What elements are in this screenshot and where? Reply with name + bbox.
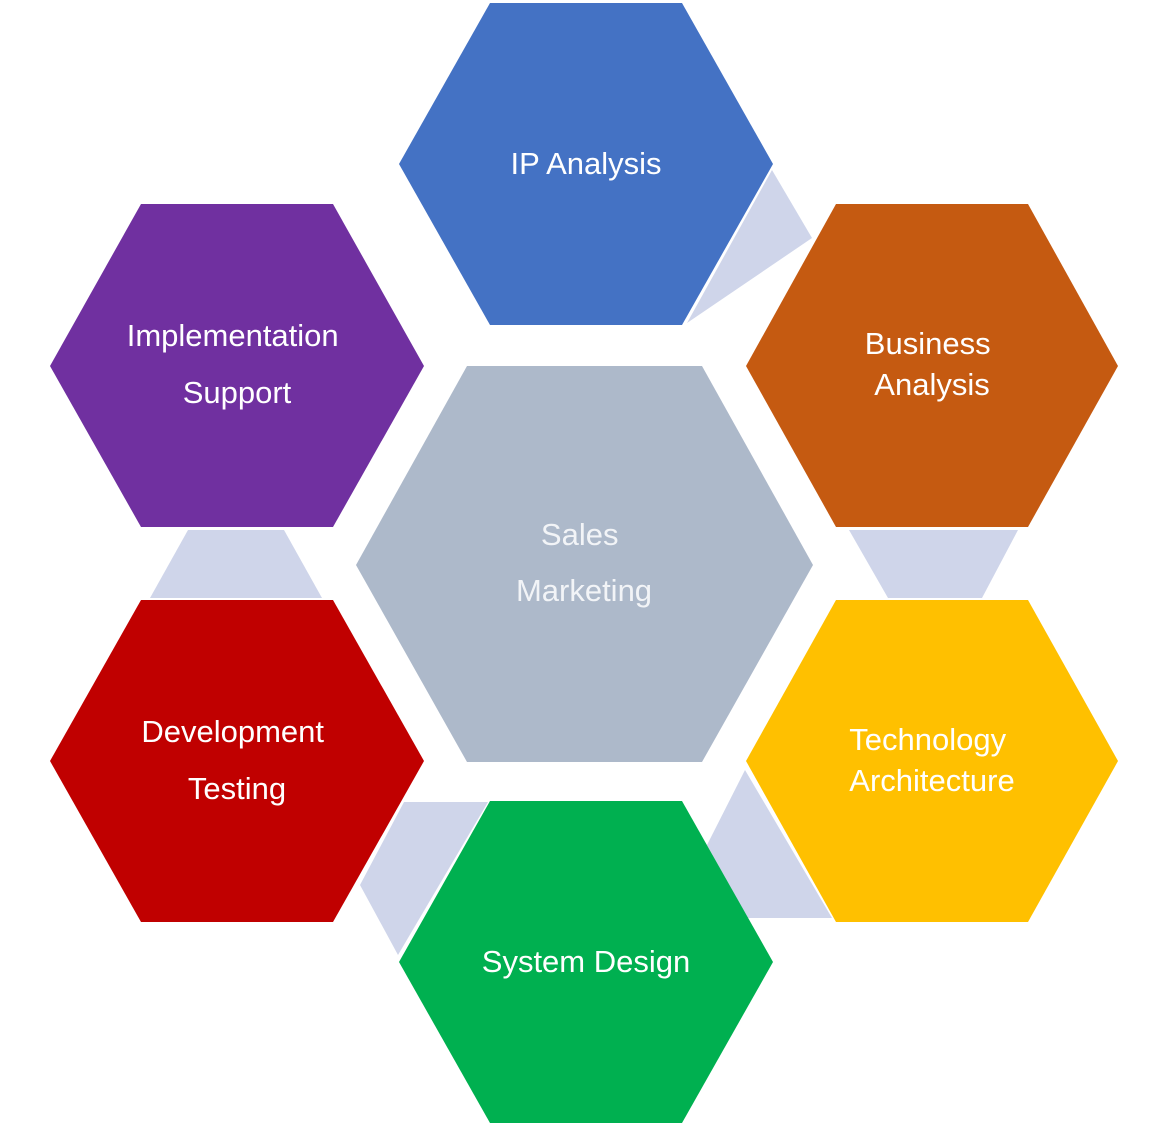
hexagon-development-testing: Development Testing [50, 600, 424, 922]
hexagon-ip-analysis-shape [399, 3, 773, 325]
hexagon-business-analysis-label-line-1: Business [865, 326, 991, 361]
hexagon-technology-architecture-label-line-2: Architecture [849, 763, 1014, 798]
connector-ip-business [687, 170, 812, 323]
center-label-line-2: Marketing [516, 573, 652, 608]
hexagon-ip-analysis-label: IP Analysis [510, 146, 661, 181]
center-hexagon: Sales Marketing [356, 366, 813, 762]
hexagon-implementation-support: Implementation Support [50, 204, 424, 527]
hexagon-ip-analysis: IP Analysis [399, 3, 773, 325]
connector-technology-system [707, 770, 832, 918]
hexagon-development-testing-label: Development Testing [141, 714, 332, 806]
center-hexagon-shape [356, 366, 813, 762]
hexagon-implementation-support-label-line-1: Implementation [127, 318, 339, 353]
hexagon-system-design: System Design [399, 801, 773, 1123]
hexagon-technology-architecture-shape [746, 600, 1118, 922]
hexagon-implementation-support-label: Implementation Support [127, 318, 348, 410]
center-label: Sales Marketing [516, 517, 652, 608]
connector-development-implementation [150, 530, 322, 598]
hexagon-system-design-label: System Design [482, 944, 690, 979]
hexagon-development-testing-shape [50, 600, 424, 922]
hexagon-business-analysis-label: Business Analysis [865, 326, 999, 402]
hexagon-business-analysis: Business Analysis [746, 204, 1118, 527]
hexagon-system-design-label-line-1: System Design [482, 944, 690, 979]
connector-system-development [360, 802, 488, 955]
hexagon-ip-analysis-label-line-1: IP Analysis [510, 146, 661, 181]
center-label-line-1: Sales [541, 517, 619, 552]
hexagon-development-testing-label-line-2: Testing [188, 771, 286, 806]
hexagon-implementation-support-label-line-2: Support [183, 375, 292, 410]
hexagon-technology-architecture-label: Technology Architecture [849, 722, 1014, 798]
hexagon-system-design-shape [399, 801, 773, 1123]
connector-business-technology [849, 530, 1018, 598]
hexagon-implementation-support-shape [50, 204, 424, 527]
hexagon-technology-architecture: Technology Architecture [746, 600, 1118, 922]
hexagon-business-analysis-label-line-2: Analysis [874, 367, 989, 402]
connectors [150, 170, 1018, 955]
hexagon-development-testing-label-line-1: Development [141, 714, 324, 749]
hexagon-technology-architecture-label-line-1: Technology [849, 722, 1006, 757]
hexagon-business-analysis-shape [746, 204, 1118, 527]
